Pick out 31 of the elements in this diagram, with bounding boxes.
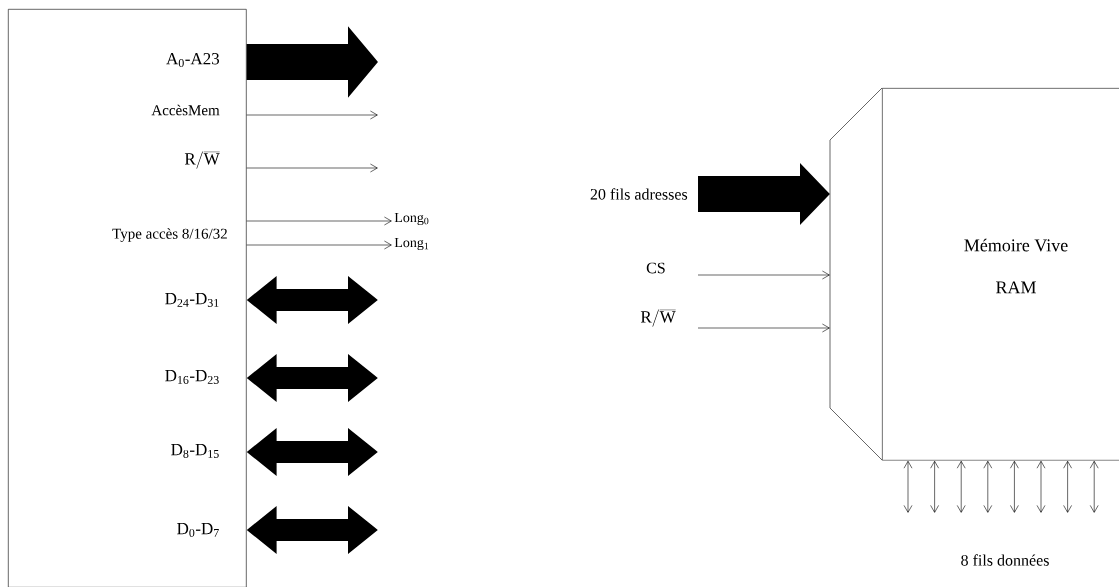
processor-box [8,9,247,587]
signal-arrow [697,323,830,333]
signal-label: D$_{0}$-D$_{7}$ [177,523,219,537]
signal-label: Long$_{0}$ [394,212,429,226]
memory-box: Mémoire Vive RAM [882,88,1119,461]
signal-label: D$_{16}$-D$_{23}$ [165,370,219,384]
signal-arrow [246,110,378,120]
signal-arrow [1089,460,1099,513]
signal-arrow [903,460,913,513]
signal-arrow [1063,460,1072,513]
signal-arrow [246,240,392,250]
signal-label: A$_{0}$-A23 [166,53,220,67]
signal-arrow [1036,460,1046,513]
signal-arrow [930,460,939,513]
signal-label: Type accès 8/16/32 [112,228,227,242]
signal-label: AccèsMem [151,104,220,116]
signal-arrow [983,460,993,513]
signal-arrow [1010,460,1019,513]
signal-label: D$_{24}$-D$_{31}$ [165,293,219,307]
signal-label: $\mathrm{R/\overline{W}}$ [184,151,220,169]
signal-arrow [246,216,392,226]
signal-label: D$_{8}$-D$_{15}$ [171,444,219,458]
signal-label: Long$_{1}$ [394,237,429,251]
signal-label: CS [646,262,665,274]
caption-text: 8 fils données [961,554,1049,566]
connector-trapezoid [829,87,883,461]
signal-label: 20 fils adresses [590,188,688,200]
signal-label: $\mathrm{R/\overline{W}}$ [640,309,676,327]
signal-arrow [246,163,378,173]
signal-arrow [956,460,966,513]
signal-arrow [697,270,830,280]
